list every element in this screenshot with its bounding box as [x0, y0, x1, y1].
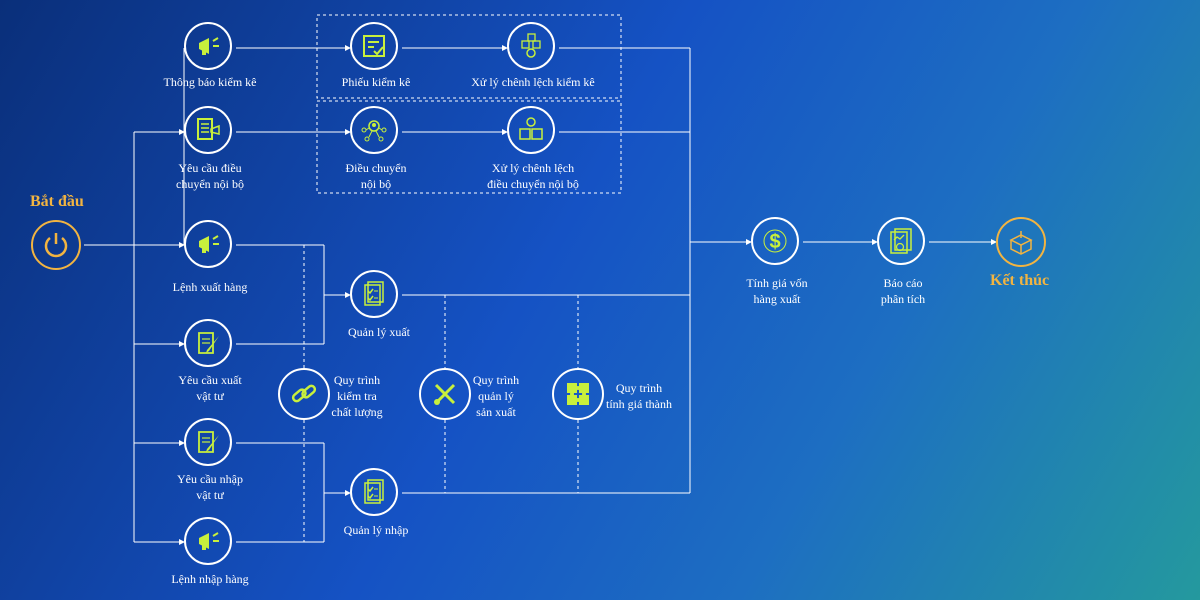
inventory-sheet-node[interactable]: [350, 22, 398, 70]
import-management-node[interactable]: [350, 468, 398, 516]
analysis-report-node[interactable]: [877, 217, 925, 265]
dollar-icon: $: [763, 229, 787, 253]
boxes-coin-icon: [519, 117, 543, 140]
megaphone-icon: [199, 37, 219, 55]
documents-check-icon: [364, 281, 384, 306]
internal-transfer-node[interactable]: [350, 106, 398, 154]
end-label: Kết thúc: [990, 272, 1050, 289]
material-export-request-node[interactable]: [184, 319, 232, 367]
network-person-icon: [361, 120, 387, 142]
power-icon: [44, 233, 68, 258]
export-order-label: Lệnh xuất hàng: [172, 280, 248, 294]
production-process-node[interactable]: [419, 368, 471, 420]
report-chart-icon: [890, 228, 912, 254]
import-order-node[interactable]: [184, 517, 232, 565]
notify-inventory-label: Thông báo kiểm kê: [163, 75, 257, 89]
cost-of-goods-node[interactable]: $: [751, 217, 799, 265]
puzzle-icon: [567, 383, 589, 405]
transfer-request-node[interactable]: [184, 106, 232, 154]
boxes-gear-icon: [521, 33, 541, 58]
svg-text:$: $: [769, 231, 780, 253]
inventory-diff-label: Xử lý chênh lệch kiểm kê: [471, 75, 595, 89]
export-order-node[interactable]: [184, 220, 232, 268]
documents-check-icon: [364, 479, 384, 504]
inventory-diff-node[interactable]: [507, 22, 555, 70]
paper-quill-icon: [198, 332, 219, 354]
end-button[interactable]: [996, 217, 1046, 267]
start-button[interactable]: [31, 220, 81, 270]
checklist-icon: [363, 35, 385, 57]
megaphone-icon: [199, 235, 219, 253]
open-box-icon: [1009, 231, 1033, 255]
notify-inventory-node[interactable]: [184, 22, 232, 70]
inventory-sheet-label: Phiếu kiểm kê: [341, 75, 411, 89]
tools-icon: [434, 383, 456, 405]
start-label: Bắt đầu: [30, 193, 84, 210]
paper-quill-icon: [198, 431, 219, 453]
material-import-request-node[interactable]: [184, 418, 232, 466]
document-request-icon: [197, 118, 220, 140]
quality-process-node[interactable]: [278, 368, 330, 420]
export-management-label: Quản lý xuất: [348, 325, 410, 339]
import-order-label: Lệnh nhập hàng: [171, 572, 249, 586]
export-management-node[interactable]: [350, 270, 398, 318]
chain-link-icon: [291, 384, 317, 403]
transfer-diff-node[interactable]: [507, 106, 555, 154]
import-management-label: Quản lý nhập: [343, 523, 409, 537]
costing-process-node[interactable]: [552, 368, 604, 420]
megaphone-icon: [199, 532, 219, 550]
